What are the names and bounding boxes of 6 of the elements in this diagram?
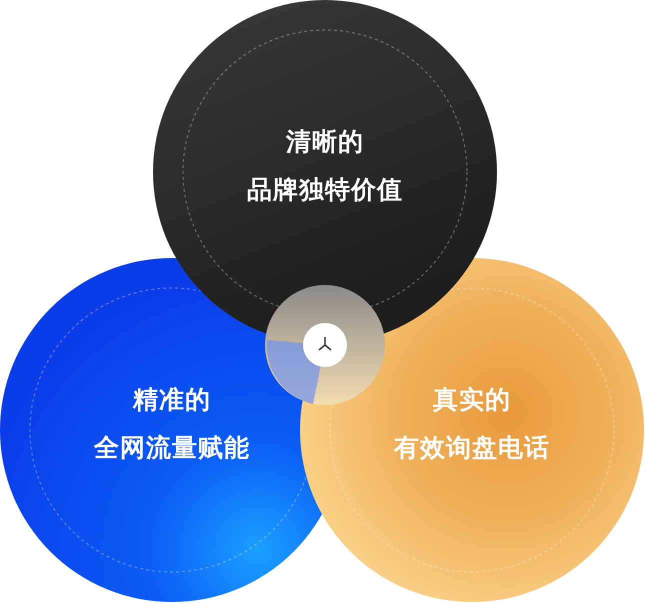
circle-heading: 真实的 <box>432 384 512 416</box>
circle-heading: 清晰的 <box>284 126 365 158</box>
circle-label: 品牌独特价值 <box>246 174 404 206</box>
circle-label: 有效询盘电话 <box>392 432 551 464</box>
circle-heading: 精准的 <box>132 384 212 416</box>
circle-label: 全网流量赋能 <box>92 432 251 464</box>
